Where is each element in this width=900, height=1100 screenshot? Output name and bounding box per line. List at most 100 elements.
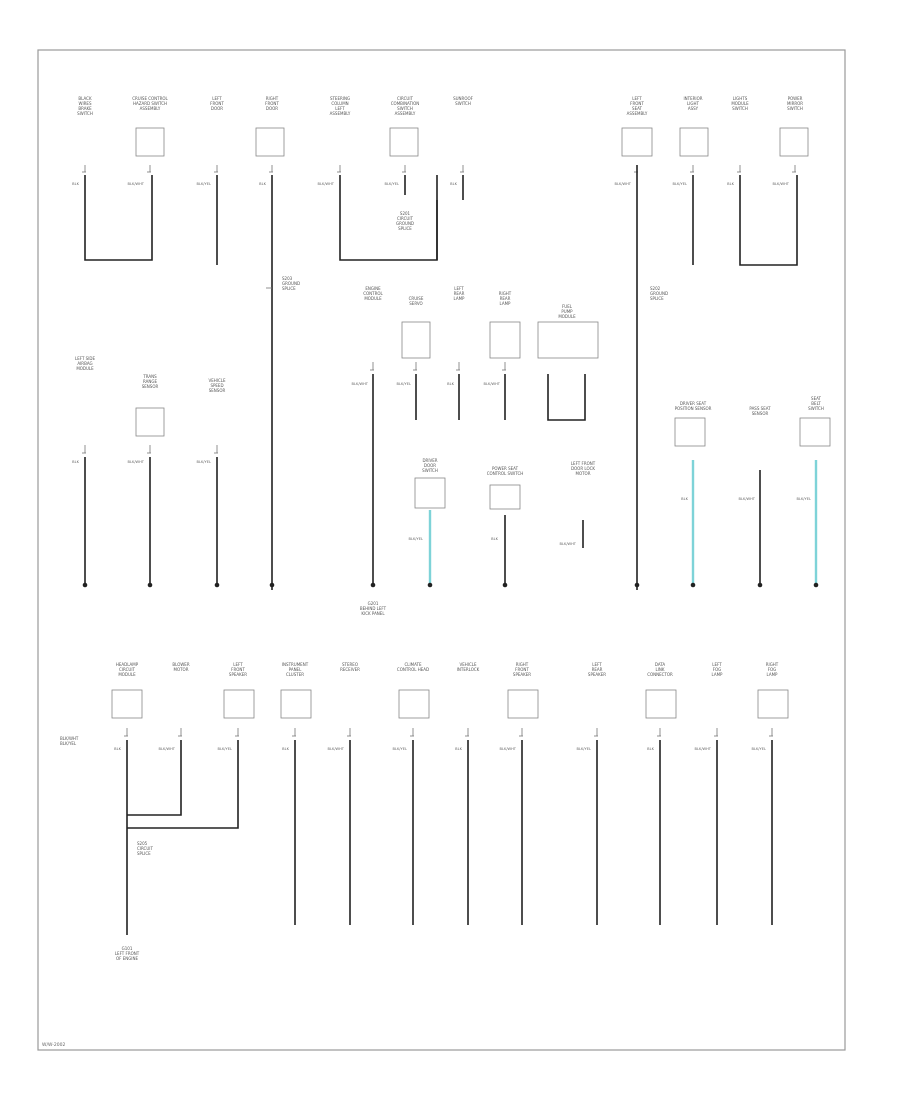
row3-code-3: BLK [282, 747, 289, 751]
row2-mid-code-1: BLK/YEL [396, 382, 411, 386]
diagram-frame [37, 49, 846, 1051]
row3-code-6: BLK [455, 747, 462, 751]
row2-connector-box-1 [401, 321, 431, 359]
row3-connector-box-2 [280, 689, 312, 719]
row2-right-code-1: BLK/WHT [739, 497, 756, 501]
ground-dot-row2-6 [502, 582, 508, 588]
row2-left-code-1: BLK/WHT [128, 460, 145, 464]
row2-mid-code-0: BLK/WHT [352, 382, 369, 386]
row2-mid-code-2: BLK [447, 382, 454, 386]
row3-wire-b3 [127, 740, 239, 829]
ground-dot-row2-5 [427, 582, 433, 588]
row3-connector-box-3 [398, 689, 430, 719]
ground-dot-row2-4 [370, 582, 376, 588]
footer-code: W/W-2002 [42, 1042, 65, 1048]
row1-wire-code-10: BLK/WHT [773, 182, 790, 186]
row1-connector-box-2 [389, 127, 419, 157]
row3-code-11: BLK/YEL [751, 747, 766, 751]
ground-dot-row2-7 [634, 582, 640, 588]
row1-wire-code-2: BLK/YEL [196, 182, 211, 186]
row3-code-0: BLK [114, 747, 121, 751]
row2-connector-box-3 [537, 321, 599, 359]
row2b-connector-box-0 [414, 477, 446, 509]
row1-wire-c10-c11 [739, 175, 798, 266]
row2b-code-2: BLK/WHT [560, 542, 577, 546]
row2-mid-code-3: BLK/WHT [484, 382, 501, 386]
row1-connector-box-0 [135, 127, 165, 157]
row3-code-8: BLK/YEL [576, 747, 591, 751]
ground-dot-row2-10 [813, 582, 819, 588]
row1-wire-code-8: BLK/YEL [672, 182, 687, 186]
ground-dot-row2-8 [690, 582, 696, 588]
ground-dot-row2-2 [214, 582, 220, 588]
row1-wire-code-1: BLK/WHT [128, 182, 145, 186]
row3-connector-box-4 [507, 689, 539, 719]
row3-code-9: BLK [647, 747, 654, 751]
row3-connector-box-1 [223, 689, 255, 719]
row3-code-4: BLK/WHT [328, 747, 345, 751]
row1-connector-box-4 [679, 127, 709, 157]
row2-left-code-2: BLK/YEL [196, 460, 211, 464]
ground-dot-row2-1 [147, 582, 153, 588]
row1-wire-code-0: BLK [72, 182, 79, 186]
row2b-code-1: BLK [491, 537, 498, 541]
row3-wire-b2 [127, 740, 182, 816]
ground-dot-row2-3 [269, 582, 275, 588]
row1-wire-code-7: BLK/WHT [615, 182, 632, 186]
row3-code-1: BLK/WHT [159, 747, 176, 751]
row2-left-code-0: BLK [72, 460, 79, 464]
row1-connector-box-3 [621, 127, 653, 157]
row1-wire-code-3: BLK [259, 182, 266, 186]
row3-code-7: BLK/WHT [500, 747, 517, 751]
row1-wire-code-9: BLK [727, 182, 734, 186]
row2-connector-box-0 [135, 407, 165, 437]
ground-dot-row2-0 [82, 582, 88, 588]
row1-wire-code-4: BLK/WHT [318, 182, 335, 186]
row3-connector-box-0 [111, 689, 143, 719]
row3-code-5: BLK/YEL [392, 747, 407, 751]
wires-layer [82, 127, 831, 935]
row1-connector-box-5 [779, 127, 809, 157]
row3-code-10: BLK/WHT [695, 747, 712, 751]
row2-right-code-2: BLK/YEL [796, 497, 811, 501]
row1-wire-c1-c2 [84, 175, 153, 261]
